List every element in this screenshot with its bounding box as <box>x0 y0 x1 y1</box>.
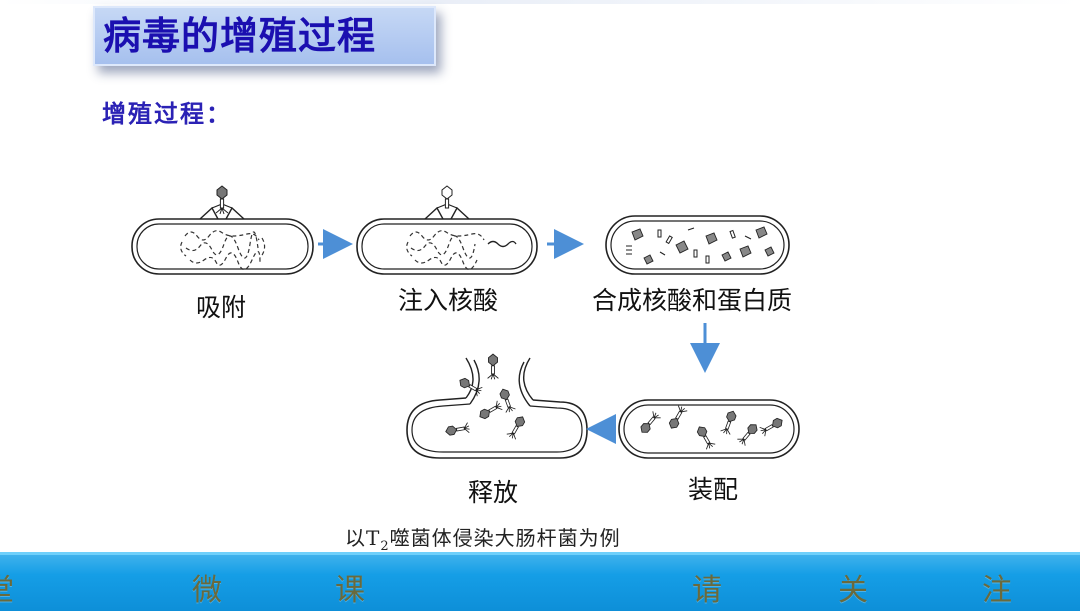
cell-release <box>406 353 588 459</box>
page-title: 病毒的增殖过程 <box>103 14 377 58</box>
diagram-caption: 以T2噬菌体侵染大肠杆菌为例 <box>345 526 621 554</box>
stage-label-assembly: 装配 <box>688 475 738 504</box>
stage-label-adsorption: 吸附 <box>196 293 246 322</box>
footer-char: 注 <box>982 573 1012 608</box>
footer-char: 关 <box>838 573 868 608</box>
phage-icon <box>215 185 229 215</box>
process-arrows <box>318 229 720 444</box>
stage-label-release: 释放 <box>468 478 518 507</box>
footer-bar: 堂 微 课 请 关 注 <box>0 552 1080 611</box>
stage-label-synthesis: 合成核酸和蛋白质 <box>592 286 792 315</box>
cell-adsorption <box>131 185 314 275</box>
top-strip <box>0 0 1080 4</box>
section-subheading: 增殖过程： <box>102 99 232 128</box>
cell-injection <box>356 185 538 275</box>
cell-synthesis <box>605 215 790 275</box>
footer-char: 请 <box>692 573 722 608</box>
title-banner: 病毒的增殖过程 <box>93 6 436 66</box>
stage-label-injection: 注入核酸 <box>398 286 498 315</box>
cell-assembly <box>618 399 800 459</box>
footer-char: 课 <box>335 573 365 608</box>
phage-shell-icon <box>441 185 453 209</box>
footer-char: 微 <box>192 573 222 608</box>
footer-char: 堂 <box>0 565 14 609</box>
